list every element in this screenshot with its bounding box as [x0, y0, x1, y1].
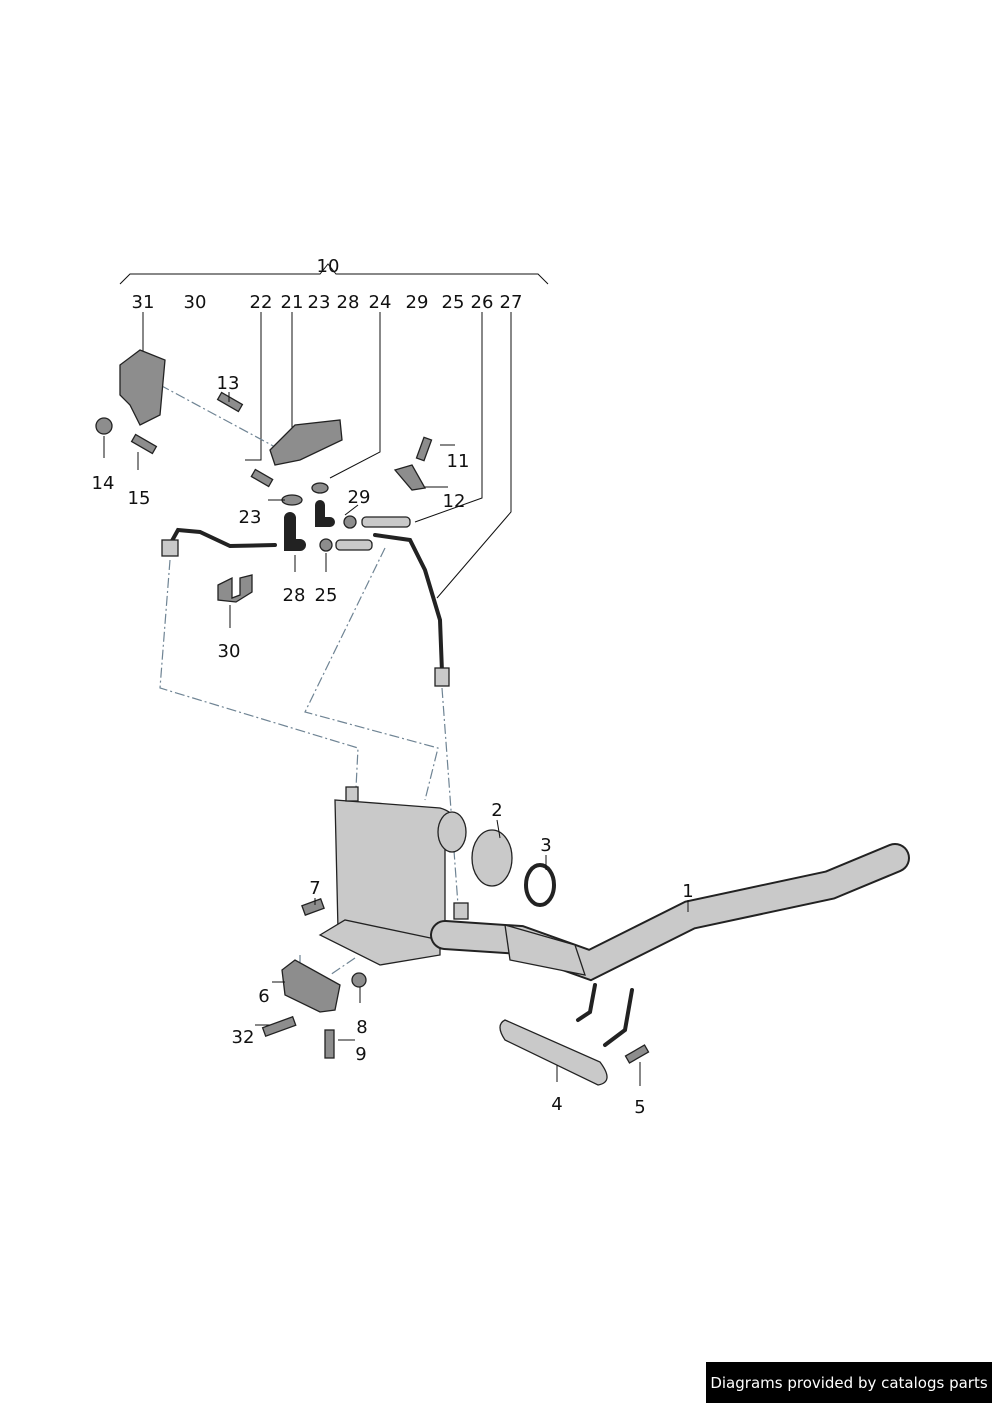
- pipe-right-fitting: [434, 667, 450, 687]
- label-12: 12: [443, 491, 466, 512]
- label-29b: 29: [348, 487, 371, 508]
- label-31: 31: [132, 292, 155, 313]
- label-21: 21: [281, 292, 304, 313]
- label-30b: 30: [218, 641, 241, 662]
- label-30: 30: [184, 292, 207, 313]
- connector-25: [335, 539, 373, 551]
- pressure-sensor-21: [269, 419, 343, 466]
- sensor-boss-2: [453, 902, 469, 920]
- label-28b: 28: [283, 585, 306, 606]
- footer-credit: Diagrams provided by catalogs parts: [706, 1362, 992, 1403]
- label-11: 11: [447, 451, 470, 472]
- label-24: 24: [369, 292, 392, 313]
- bolt-15: [130, 433, 158, 455]
- hose-28: [284, 512, 306, 551]
- bracket-31: [119, 349, 166, 426]
- label-25b: 25: [315, 585, 338, 606]
- catalyst: [504, 924, 586, 976]
- part-leader-lines: [103, 392, 689, 1086]
- nut-8: [351, 972, 367, 988]
- label-6: 6: [258, 986, 269, 1007]
- connector-24: [361, 516, 411, 528]
- bolt-5: [624, 1044, 650, 1064]
- bolt-11: [415, 436, 433, 462]
- label-14: 14: [92, 473, 115, 494]
- label-5: 5: [634, 1097, 645, 1118]
- label-32: 32: [232, 1027, 255, 1048]
- pipe-left-fitting: [161, 539, 179, 557]
- label-26: 26: [471, 292, 494, 313]
- label-7: 7: [309, 878, 320, 899]
- label-28: 28: [337, 292, 360, 313]
- label-29: 29: [406, 292, 429, 313]
- label-4: 4: [551, 1094, 562, 1115]
- clamp-2: [471, 829, 513, 887]
- clamp-23b: [311, 482, 329, 494]
- pipe-left: [166, 527, 277, 550]
- label-27: 27: [500, 292, 523, 313]
- label-23b: 23: [239, 507, 262, 528]
- bracket-6: [281, 959, 341, 1013]
- clamp-29: [343, 515, 357, 529]
- label-1: 1: [682, 881, 693, 902]
- top-leader-lines: [142, 312, 512, 599]
- sensor-boss: [345, 786, 359, 802]
- flange-4: [499, 1019, 608, 1086]
- label-23: 23: [308, 292, 331, 313]
- label-10: 10: [317, 256, 340, 277]
- holder-12: [393, 464, 427, 491]
- holder-30: [217, 574, 253, 603]
- stud-32: [261, 1015, 297, 1038]
- bolt-7: [301, 898, 325, 916]
- filter-outlet: [437, 811, 467, 853]
- label-8: 8: [356, 1017, 367, 1038]
- pipe-right-27: [373, 533, 444, 674]
- hose-28b: [315, 500, 335, 527]
- nut-14: [95, 417, 113, 435]
- label-25: 25: [442, 292, 465, 313]
- label-13: 13: [217, 373, 240, 394]
- bolt-9: [324, 1029, 335, 1059]
- bolt-22: [250, 468, 274, 488]
- seal-ring-3: [524, 863, 556, 907]
- bolt-13: [216, 391, 244, 413]
- label-3: 3: [540, 835, 551, 856]
- clamp-25: [319, 538, 333, 552]
- label-2: 2: [491, 800, 502, 821]
- pipe-branches: [576, 983, 634, 1047]
- label-22: 22: [250, 292, 273, 313]
- label-15: 15: [128, 488, 151, 509]
- label-9: 9: [355, 1044, 366, 1065]
- group-bracket: [119, 263, 549, 285]
